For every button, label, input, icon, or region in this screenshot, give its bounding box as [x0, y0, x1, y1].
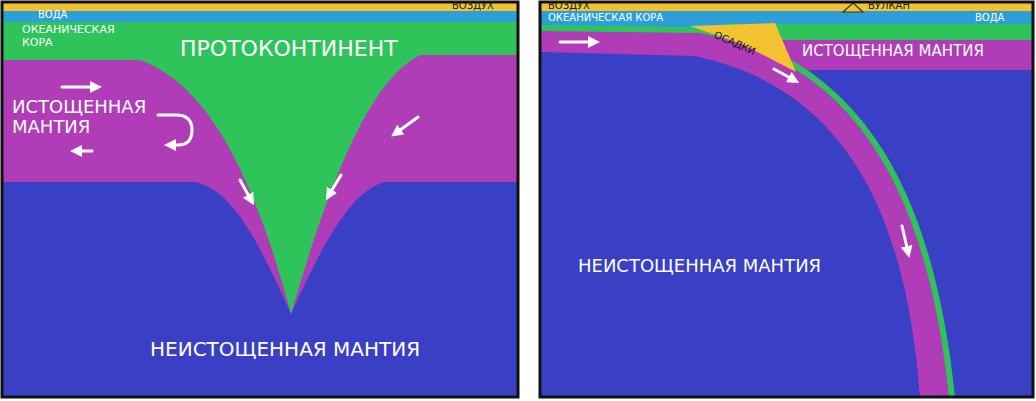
air [3, 3, 517, 11]
sediments [690, 23, 796, 72]
region-label: ВОДА [38, 9, 67, 21]
flow-arrow [240, 180, 251, 200]
region-label: ВУЛКАН [868, 0, 910, 12]
flow-arrow [329, 175, 341, 195]
volcano [843, 3, 863, 12]
region-label: ИСТОЩЕННАЯ МАНТИЯ [12, 97, 152, 137]
region-label: НЕИСТОЩЕННАЯ МАНТИЯ [150, 338, 420, 361]
region-label: ОКЕАНИЧЕСКАЯ КОРА [22, 23, 122, 49]
region-label: ВОЗДУХ [452, 0, 494, 12]
flow-arrow [774, 69, 794, 80]
flow-arrow [62, 86, 96, 89]
oceanic-crust [541, 28, 952, 396]
left-panel [3, 3, 517, 396]
flow-arrow [902, 226, 908, 252]
right-panel [541, 3, 1032, 396]
air [541, 3, 1032, 11]
flow-arrow [158, 115, 192, 145]
region-label: ИСТОЩЕННАЯ МАНТИЯ [802, 43, 984, 60]
subducting-slab [541, 30, 952, 396]
panel-frame [2, 2, 518, 397]
flow-arrows [560, 42, 908, 252]
water [3, 10, 517, 22]
flow-arrow [396, 117, 418, 133]
region-label: ВОЗДУХ [548, 0, 590, 12]
region-label: ВОДА [975, 12, 1004, 24]
panel-frame [540, 2, 1033, 397]
flow-arrow [76, 150, 92, 153]
undepleted-mantle [3, 3, 517, 396]
region-label: НЕИСТОЩЕННАЯ МАНТИЯ [578, 255, 821, 276]
protocontinent [3, 20, 517, 314]
flow-arrow [560, 41, 594, 44]
region-label: ОКЕАНИЧЕСКАЯ КОРА [548, 12, 663, 24]
region-label: ПРОТОКОНТИНЕНТ [180, 36, 398, 61]
undepleted-mantle [541, 3, 1032, 396]
